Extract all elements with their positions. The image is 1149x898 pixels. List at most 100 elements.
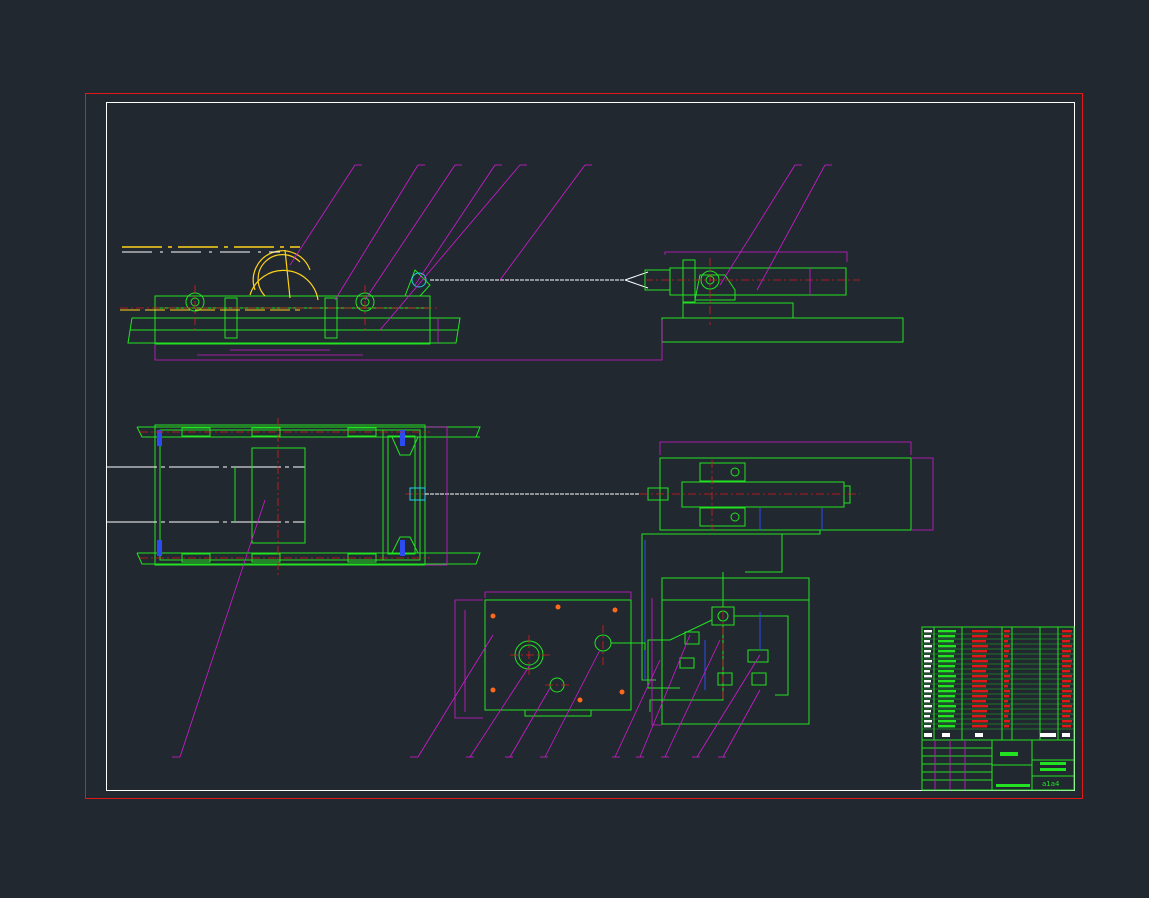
- parts-row-text: [1062, 710, 1071, 713]
- parts-row-text: [1062, 670, 1070, 673]
- parts-row-text: [924, 705, 932, 708]
- parts-row-text: [972, 695, 987, 698]
- parts-row-text: [938, 655, 954, 658]
- parts-row-text: [1062, 635, 1071, 638]
- drawing-label: a1a4: [1042, 780, 1060, 788]
- parts-row-text: [938, 635, 955, 638]
- outer-frame: [85, 93, 1083, 799]
- parts-row-text: [1004, 655, 1008, 658]
- parts-row-text: [1004, 715, 1008, 718]
- parts-row-text: [1062, 630, 1072, 633]
- hydraulic-station-view[interactable]: [454, 591, 646, 719]
- parts-row-text: [972, 715, 986, 718]
- parts-row-text: [972, 670, 986, 673]
- parts-row-text: [924, 645, 932, 648]
- parts-row-text: [972, 645, 988, 648]
- parts-row-text: [938, 715, 954, 718]
- parts-row-text: [938, 670, 954, 673]
- parts-row-text: [972, 665, 987, 668]
- parts-row-text: [1004, 650, 1009, 653]
- parts-row-text: [972, 705, 988, 708]
- parts-row-text: [1062, 700, 1070, 703]
- parts-row-text: [924, 660, 932, 663]
- parts-row-text: [972, 635, 987, 638]
- parts-row-text: [924, 710, 931, 713]
- parts-row-text: [1004, 695, 1009, 698]
- parts-row-text: [924, 640, 930, 643]
- parts-row-text: [972, 660, 988, 663]
- parts-row-text: [1004, 635, 1009, 638]
- parts-row-text: [1004, 670, 1008, 673]
- parts-row-text: [1062, 715, 1070, 718]
- parts-row-text: [924, 700, 930, 703]
- parts-row-text: [1004, 690, 1010, 693]
- parts-row-text: [938, 700, 954, 703]
- parts-row-text: [1004, 675, 1010, 678]
- parts-row-text: [972, 720, 988, 723]
- elevation-view[interactable]: [120, 246, 904, 361]
- parts-row-text: [1004, 705, 1010, 708]
- parts-row-text: [1004, 665, 1009, 668]
- parts-row-text: [1062, 655, 1070, 658]
- parts-row-text: [924, 665, 931, 668]
- valve-manifold-view[interactable]: [647, 572, 810, 726]
- parts-row-text: [972, 655, 986, 658]
- parts-row-text: [1004, 685, 1008, 688]
- parts-row-text: [1004, 640, 1008, 643]
- parts-row-text: [938, 725, 955, 728]
- parts-row-text: [938, 675, 956, 678]
- parts-row-text: [1062, 645, 1072, 648]
- parts-row-text: [972, 675, 988, 678]
- parts-row-text: [1004, 645, 1010, 648]
- parts-row-text: [1062, 690, 1072, 693]
- parts-row-text: [924, 690, 932, 693]
- parts-row-text: [924, 720, 932, 723]
- parts-row-text: [938, 650, 955, 653]
- plan-view[interactable]: [107, 418, 934, 681]
- parts-row-text: [924, 675, 932, 678]
- parts-row-text: [938, 720, 956, 723]
- parts-row-text: [938, 630, 956, 633]
- parts-row-text: [924, 650, 931, 653]
- parts-row-text: [972, 640, 986, 643]
- parts-row-text: [1062, 640, 1070, 643]
- parts-list[interactable]: [921, 626, 1075, 741]
- parts-row-text: [924, 635, 931, 638]
- parts-row-text: [924, 630, 932, 633]
- parts-row-text: [972, 680, 987, 683]
- parts-row-text: [1062, 665, 1071, 668]
- parts-row-text: [924, 655, 930, 658]
- parts-row-text: [1062, 680, 1071, 683]
- parts-row-text: [972, 710, 987, 713]
- parts-row-text: [938, 680, 955, 683]
- parts-row-text: [972, 700, 986, 703]
- parts-row-text: [1004, 630, 1010, 633]
- parts-row-text: [1062, 725, 1071, 728]
- parts-row-text: [938, 690, 956, 693]
- parts-row-text: [1062, 720, 1072, 723]
- parts-row-text: [972, 650, 987, 653]
- inner-frame: [106, 102, 1075, 791]
- parts-row-text: [938, 665, 955, 668]
- parts-row-text: [938, 640, 954, 643]
- parts-row-text: [1062, 695, 1071, 698]
- parts-row-text: [924, 670, 930, 673]
- parts-row-text: [938, 645, 956, 648]
- parts-row-text: [1062, 660, 1072, 663]
- parts-row-text: [938, 685, 954, 688]
- parts-row-text: [938, 710, 955, 713]
- parts-row-text: [1004, 700, 1008, 703]
- title-block[interactable]: a1a4: [921, 733, 1075, 791]
- parts-row-text: [924, 680, 931, 683]
- parts-row-text: [1004, 720, 1010, 723]
- parts-row-text: [1004, 710, 1009, 713]
- parts-row-text: [1062, 650, 1071, 653]
- leader-lines: [172, 164, 832, 758]
- parts-row-text: [938, 695, 955, 698]
- parts-row-text: [972, 630, 988, 633]
- parts-row-text: [1062, 685, 1070, 688]
- parts-row-text: [924, 725, 931, 728]
- parts-row-text: [924, 685, 930, 688]
